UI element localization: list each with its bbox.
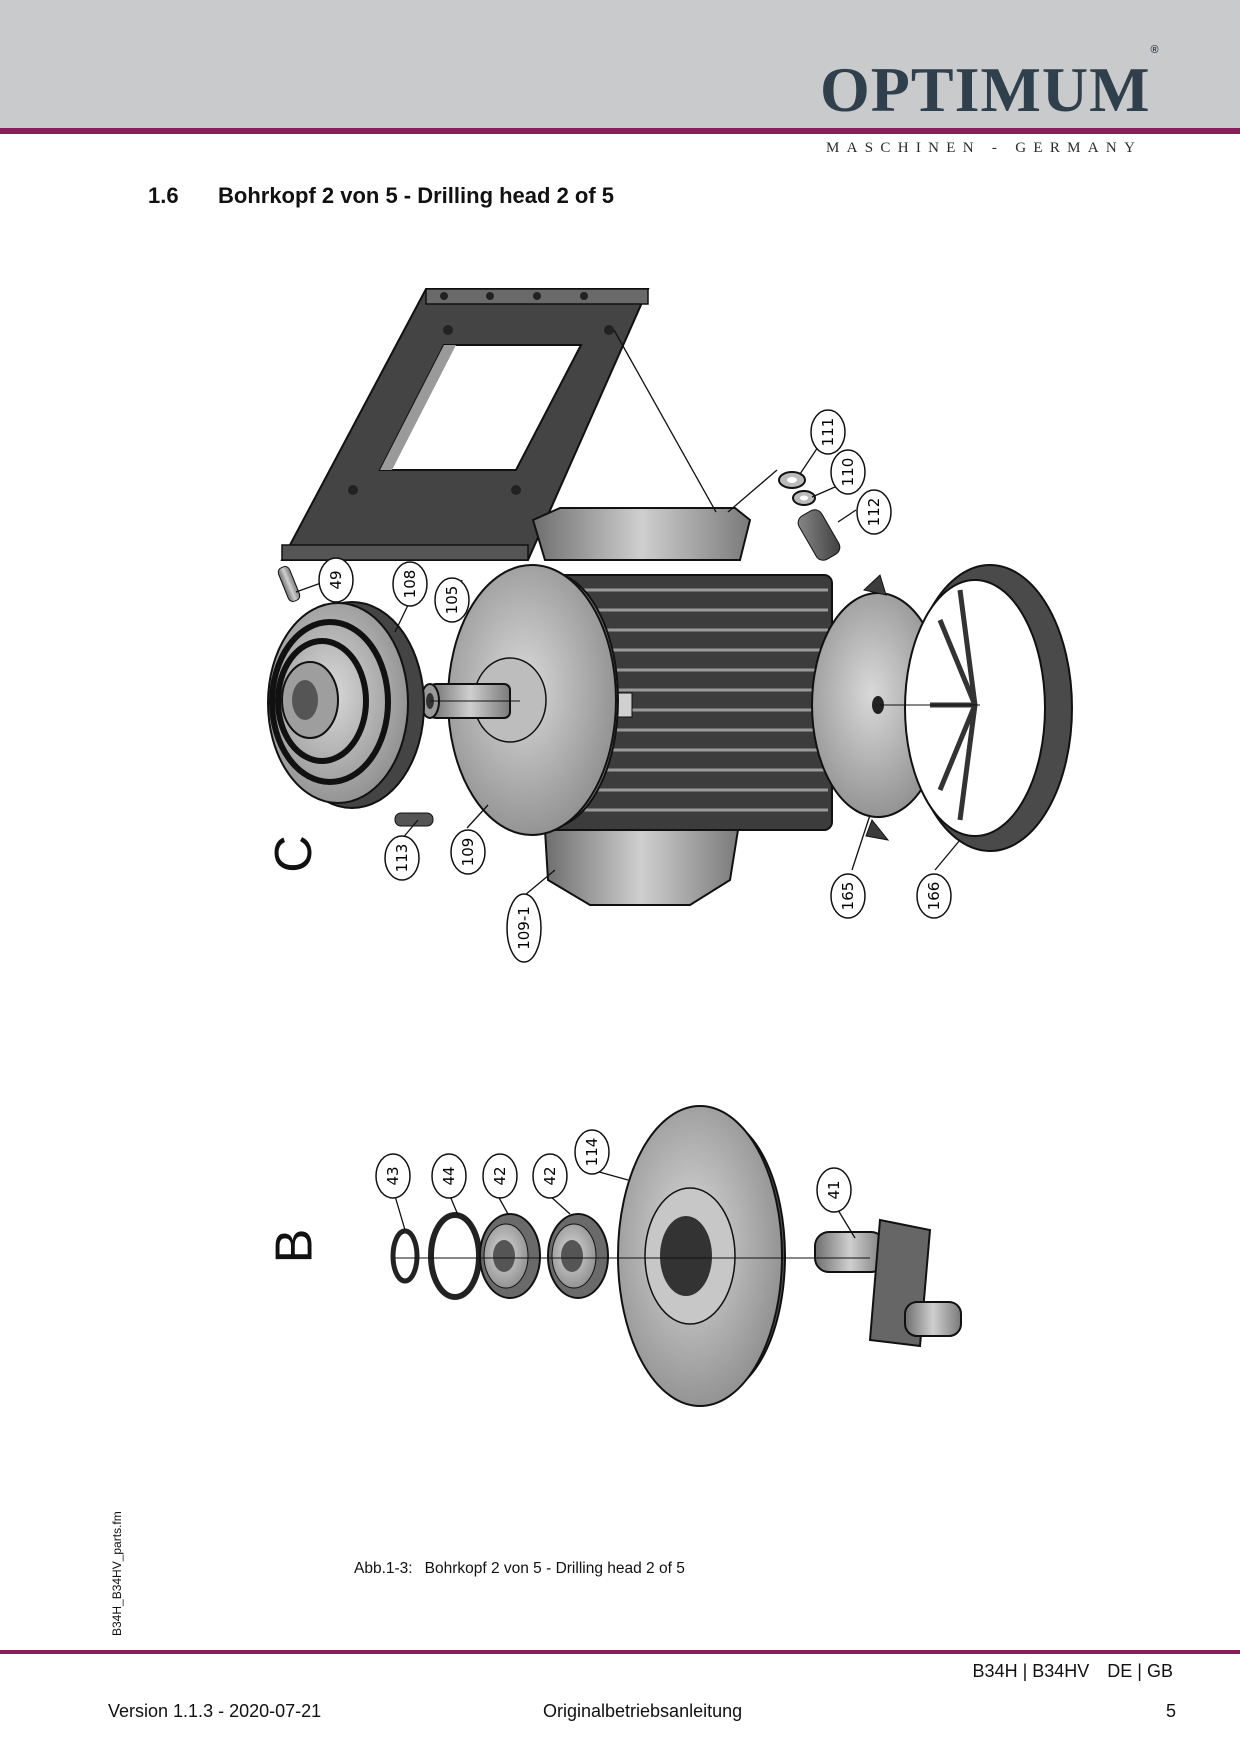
view-c-assembly — [267, 288, 1073, 906]
footer-model-info: B34H | B34HV DE | GB — [973, 1661, 1173, 1682]
mounting-plate-105 — [280, 288, 650, 561]
callout-label: 113 — [393, 844, 411, 873]
callout-circle — [482, 1153, 518, 1199]
view-b-leaders — [394, 1169, 870, 1259]
pulley-108 — [267, 601, 425, 809]
callout-label: 42 — [541, 1166, 559, 1185]
callout-circle — [450, 829, 486, 875]
caption-label: Abb.1-3: — [354, 1560, 413, 1577]
pulley-114 — [617, 1105, 786, 1407]
washer-110 — [792, 490, 816, 506]
callout-c-5: 112 — [856, 489, 892, 535]
caption-text: Bohrkopf 2 von 5 - Drilling head 2 of 5 — [424, 1560, 685, 1577]
figure-caption: Abb.1-3: Bohrkopf 2 von 5 - Drilling head… — [354, 1560, 697, 1578]
callout-label: 44 — [440, 1166, 458, 1185]
callout-c-2: 105 — [434, 577, 470, 623]
retaining-ring-44 — [428, 1212, 482, 1300]
callout-b-0: 43 — [375, 1153, 411, 1199]
callout-c-8: 109-1 — [506, 893, 542, 963]
fan-cover-166 — [904, 564, 1073, 852]
bearing-42-a — [479, 1213, 541, 1299]
callout-label: 42 — [491, 1166, 509, 1185]
callout-circle — [830, 873, 866, 919]
shaft-flange-41 — [814, 1218, 962, 1348]
footer-languages: DE | GB — [1107, 1661, 1173, 1681]
screw-112 — [797, 509, 841, 561]
callout-circle — [431, 1153, 467, 1199]
callout-c-4: 110 — [830, 449, 866, 495]
callout-circle — [574, 1129, 610, 1175]
callout-circle — [830, 449, 866, 495]
callout-b-5: 41 — [816, 1167, 852, 1213]
callout-c-1: 108 — [392, 561, 428, 607]
callout-label: 111 — [819, 418, 837, 447]
callout-label: 49 — [327, 570, 345, 589]
footer-accent-rule — [0, 1650, 1240, 1654]
callout-circle — [816, 1167, 852, 1213]
source-filename: B34H_B34HV_parts.fm — [110, 1511, 124, 1636]
bearing-42-b — [547, 1213, 609, 1299]
callout-label: 43 — [384, 1166, 402, 1185]
callout-c-9: 165 — [830, 873, 866, 919]
callout-c-0: 49 — [318, 557, 354, 603]
callout-c-10: 166 — [916, 873, 952, 919]
callout-circle — [532, 1153, 568, 1199]
callout-b-4: 114 — [574, 1129, 610, 1175]
header-accent-rule — [0, 128, 1240, 134]
footer-model: B34H | B34HV — [972, 1661, 1090, 1681]
callout-circle — [384, 835, 420, 881]
callout-label: 114 — [583, 1138, 601, 1167]
callout-circle — [434, 577, 470, 623]
section-number: 1.6 — [148, 183, 179, 208]
callout-label: 110 — [839, 458, 857, 487]
callout-circle — [318, 557, 354, 603]
callout-label: 41 — [825, 1180, 843, 1199]
pin-49 — [277, 566, 301, 602]
callout-circle — [856, 489, 892, 535]
section-title: Bohrkopf 2 von 5 - Drilling head 2 of 5 — [218, 183, 615, 208]
motor-bottom-mount — [543, 829, 740, 906]
callout-label: 105 — [443, 586, 461, 615]
brand-logo: OPTIMUM® — [820, 44, 1160, 122]
brand-name: OPTIMUM — [820, 54, 1151, 125]
callout-circle — [916, 873, 952, 919]
callout-circle — [506, 893, 542, 963]
motor-top-mount — [531, 507, 752, 561]
callout-circle — [810, 409, 846, 455]
footer-version: Version 1.1.3 - 2020-07-21 — [108, 1701, 322, 1721]
callout-c-3: 111 — [810, 409, 846, 455]
callout-b-2: 42 — [482, 1153, 518, 1199]
callout-b-3: 42 — [532, 1153, 568, 1199]
callout-c-7: 109 — [450, 829, 486, 875]
callout-label: 109-1 — [515, 906, 533, 950]
callout-circle — [392, 561, 428, 607]
callout-circle — [375, 1153, 411, 1199]
page-number: 5 — [1165, 1701, 1176, 1721]
view-label-c: C — [264, 835, 323, 873]
callout-label: 165 — [839, 882, 857, 911]
callout-label: 112 — [865, 498, 883, 527]
washer-111 — [778, 471, 806, 489]
view-b-assembly — [390, 1105, 962, 1407]
footer-doc-type: Originalbetriebsanleitung — [543, 1701, 743, 1721]
view-label-b: B — [265, 1228, 324, 1264]
callout-label: 166 — [925, 882, 943, 911]
circlip-43 — [390, 1228, 420, 1284]
callout-b-1: 44 — [431, 1153, 467, 1199]
callout-c-6: 113 — [384, 835, 420, 881]
brand-tagline: MASCHINEN - GERMANY — [826, 140, 1143, 156]
callout-label: 109 — [459, 838, 477, 867]
key-113 — [394, 812, 434, 827]
callout-label: 108 — [401, 570, 419, 599]
header-band — [0, 0, 1240, 128]
registered-mark: ® — [1150, 43, 1160, 56]
